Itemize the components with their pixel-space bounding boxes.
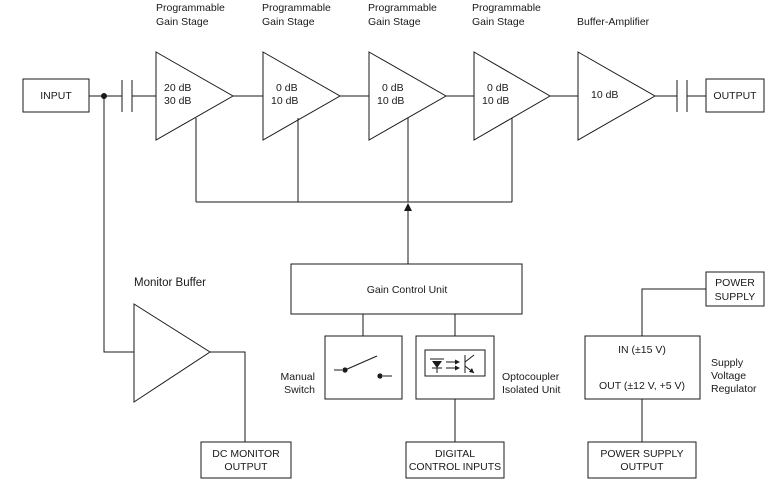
gain-stage-4: Programmable Gain Stage 0 dB 10 dB xyxy=(472,2,551,141)
stage-3-header-line-2: Gain Stage xyxy=(368,16,421,28)
power-supply-box: POWER SUPPLY xyxy=(705,271,765,307)
amplifier-triangle-icon xyxy=(577,51,657,141)
stage-2-header-line-1: Programmable xyxy=(262,2,331,14)
dc-monitor-output-line-2: OUTPUT xyxy=(224,461,268,473)
buffer-amplifier-header: Buffer-Amplifier xyxy=(577,16,650,28)
output-capacitor-icon xyxy=(676,80,688,112)
stage-3-gain-line-1: 0 dB xyxy=(382,82,404,94)
regulator-label-line-3: Regulator xyxy=(711,383,757,395)
amplifier-triangle-icon xyxy=(155,51,235,141)
optocoupler-label-line-2: Isolated Unit xyxy=(502,384,560,396)
power-supply-line-1: POWER xyxy=(715,277,755,289)
dc-monitor-output-box: DC MONITOR OUTPUT xyxy=(200,441,292,479)
optocoupler-icon xyxy=(424,349,486,377)
amplifier-triangle-icon xyxy=(262,51,342,141)
stage-1-gain-line-2: 30 dB xyxy=(164,95,191,107)
stage-2-header-line-2: Gain Stage xyxy=(262,16,315,28)
buffer-amplifier: Buffer-Amplifier 10 dB xyxy=(577,16,657,141)
monitor-buffer-label: Monitor Buffer xyxy=(134,277,206,289)
input-capacitor-icon xyxy=(121,80,133,112)
dc-monitor-output-line-1: DC MONITOR xyxy=(212,448,280,460)
switch-icon xyxy=(334,355,392,379)
input-box: INPUT xyxy=(22,78,90,113)
stage-1-header-line-1: Programmable xyxy=(156,2,225,14)
power-supply-line-2: SUPPLY xyxy=(715,291,756,303)
manual-switch-box xyxy=(324,335,403,400)
regulator-in-label: IN (±15 V) xyxy=(618,344,666,356)
buffer-amplifier-gain: 10 dB xyxy=(591,89,618,101)
stage-2-gain-line-1: 0 dB xyxy=(276,82,298,94)
input-label: INPUT xyxy=(40,90,72,102)
stage-4-header-line-2: Gain Stage xyxy=(472,16,525,28)
gain-stage-2: Programmable Gain Stage 0 dB 10 dB xyxy=(262,2,342,141)
gain-control-unit-box: Gain Control Unit xyxy=(290,263,523,315)
regulator-box: IN (±15 V) OUT (±12 V, +5 V) xyxy=(584,335,701,400)
output-box: OUTPUT xyxy=(705,78,765,113)
regulator-label-line-2: Voltage xyxy=(711,370,746,382)
stage-1-gain-line-1: 20 dB xyxy=(164,82,191,94)
gain-control-bus xyxy=(195,118,513,264)
regulator-out-label: OUT (±12 V, +5 V) xyxy=(599,380,685,392)
regulator-label-line-1: Supply xyxy=(711,357,744,369)
monitor-branch-line xyxy=(103,96,134,353)
digital-control-inputs-box: DIGITAL CONTROL INPUTS xyxy=(405,441,505,479)
stage-2-gain-line-2: 10 dB xyxy=(271,95,298,107)
stage-4-gain-line-2: 10 dB xyxy=(482,95,509,107)
power-supply-output-box: POWER SUPPLY OUTPUT xyxy=(587,441,697,479)
digital-control-inputs-line-1: DIGITAL xyxy=(435,448,475,460)
manual-switch-label-line-1: Manual xyxy=(281,371,315,383)
power-supply-output-line-1: POWER SUPPLY xyxy=(600,448,683,460)
digital-control-inputs-line-2: CONTROL INPUTS xyxy=(409,461,501,473)
gain-stage-3: Programmable Gain Stage 0 dB 10 dB xyxy=(368,2,448,141)
monitor-output-line xyxy=(210,351,246,442)
optocoupler-box xyxy=(415,335,495,400)
power-supply-line xyxy=(641,288,706,336)
stage-4-header-line-1: Programmable xyxy=(472,2,541,14)
power-supply-output-line-2: OUTPUT xyxy=(620,461,664,473)
stage-3-gain-line-2: 10 dB xyxy=(377,95,404,107)
stage-1-header-line-2: Gain Stage xyxy=(156,16,209,28)
output-label: OUTPUT xyxy=(713,90,757,102)
optocoupler-label-line-1: Optocoupler xyxy=(502,371,560,383)
gain-control-unit-label: Gain Control Unit xyxy=(367,284,448,296)
gain-stage-1: Programmable Gain Stage 20 dB 30 dB xyxy=(155,2,235,141)
monitor-buffer-triangle-icon xyxy=(133,303,211,403)
manual-switch-label-line-2: Switch xyxy=(284,384,315,396)
stage-4-gain-line-1: 0 dB xyxy=(487,82,509,94)
stage-3-header-line-1: Programmable xyxy=(368,2,437,14)
